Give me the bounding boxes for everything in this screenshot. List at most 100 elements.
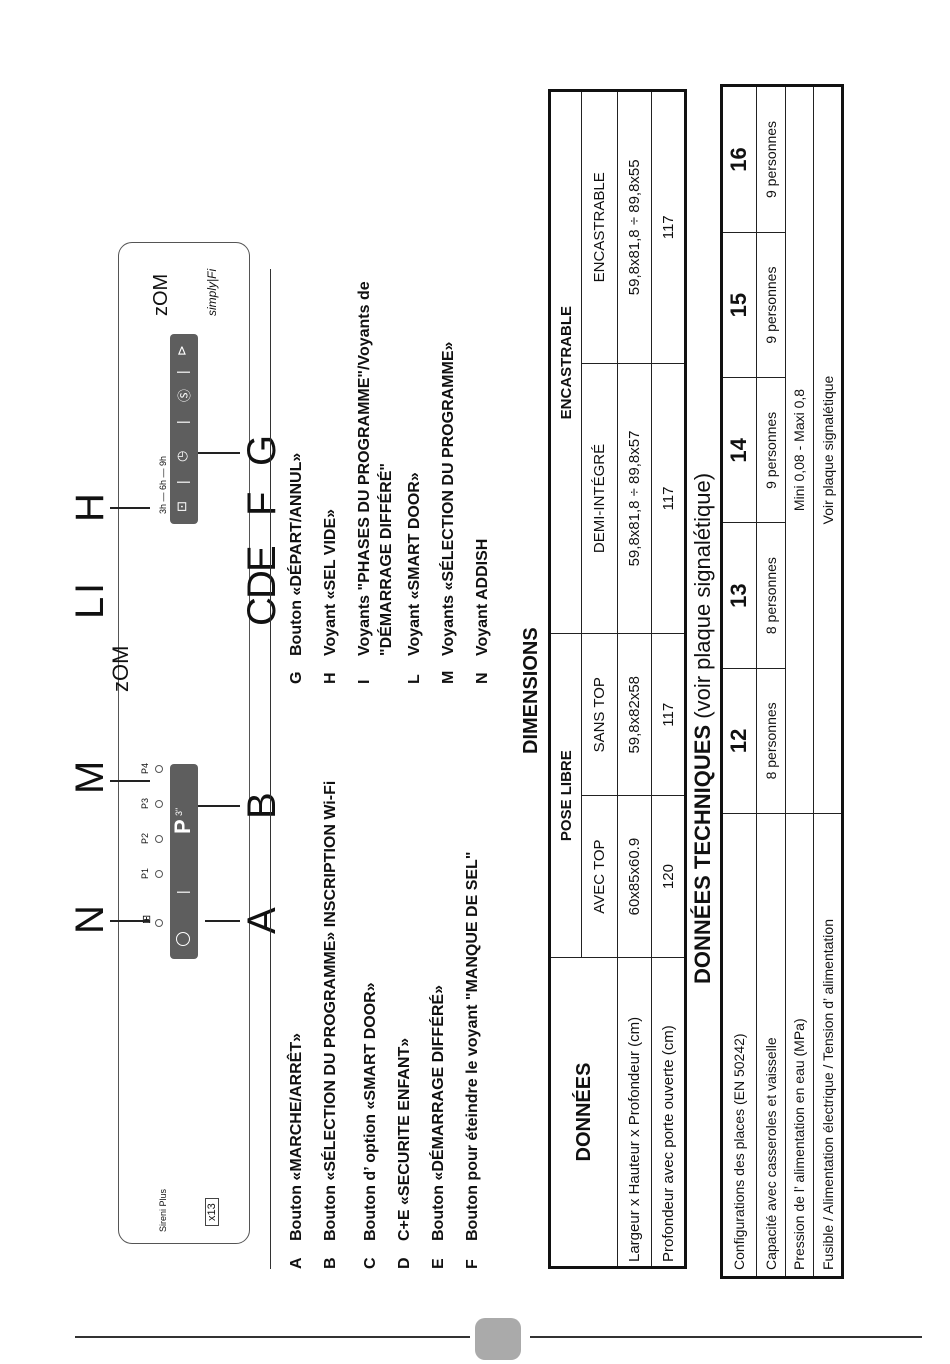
dim-cell: 117 — [651, 633, 686, 796]
legend-i-cont: "DÉMARRAGE DIFFÉRÉ" — [378, 463, 395, 656]
dim-cell: 117 — [651, 90, 686, 364]
tech-row-label: Capacité avec casseroles et vaisselle — [756, 813, 786, 1278]
legend-col-2: GBouton «DÉPART/ANNUL» HVoyant «SEL VIDE… — [280, 124, 500, 684]
dim-header-pose-libre: POSE LIBRE — [549, 633, 582, 958]
callout-m: M — [68, 760, 112, 794]
p-button-label: P — [170, 819, 195, 834]
legend-l: LVoyant «SMART DOOR» — [406, 472, 423, 684]
smart-door-icon: ⊡ — [174, 501, 189, 512]
callout-b: B — [240, 792, 284, 819]
tech-cell: 9 personnes — [756, 85, 786, 233]
leader-a — [205, 920, 240, 922]
panel-strip-left — [170, 764, 198, 959]
callout-g: G — [240, 434, 284, 466]
salt-icon: Ⓢ — [177, 388, 192, 402]
dim-cell: 120 — [651, 795, 686, 958]
table-row: Largeur x Hauteur x Profondeur (cm) 60x8… — [617, 90, 652, 1268]
callout-f: F — [240, 491, 284, 516]
callout-h: H — [68, 493, 112, 522]
callout-l: L — [68, 596, 112, 619]
dimensions-table: DONNÉES POSE LIBRE ENCASTRABLE AVEC TOP … — [548, 89, 687, 1269]
section-rule — [270, 269, 272, 1269]
legend-i: IVoyants "PHASES DU PROGRAMME"/Voyants d… — [356, 281, 373, 684]
separator-mark-3: | — [174, 420, 190, 424]
timer-scale: 3h — 6h — 9h — [158, 455, 168, 514]
table-row: Profondeur avec porte ouverte (cm) 120 1… — [651, 90, 686, 1268]
tech-title-bold: DONNÉES TECHNIQUES — [690, 724, 715, 984]
legend-e: EBouton «DÉMARRAGE DIFFÉRÉ» — [430, 985, 447, 1269]
legend-c: CBouton d’ option «SMART DOOR» — [362, 982, 379, 1269]
legend-f: FBouton pour éteindre le voyant "MANQUE … — [464, 851, 481, 1269]
tech-model: 15 — [721, 232, 757, 378]
power-icon — [176, 932, 195, 946]
dim-row-label: Largeur x Hauteur x Profondeur (cm) — [617, 957, 652, 1268]
tech-model: 13 — [721, 522, 757, 669]
tech-cell: 9 personnes — [756, 377, 786, 523]
table-row: Pression de l’ alimentation en eau (MPa)… — [785, 85, 814, 1278]
led-n — [155, 919, 163, 927]
tech-cell-span: Voir plaque signalétique — [813, 85, 843, 814]
brand-label: Sireni Plus — [158, 1188, 168, 1232]
leader-h — [110, 507, 150, 509]
simplyfi-logo: simply|Fi — [205, 268, 219, 316]
tech-row-label: Fusible / Alimentation électrique / Tens… — [813, 813, 843, 1278]
leader-m — [110, 780, 150, 782]
dim-col-sans-top: SANS TOP — [581, 633, 618, 796]
dim-col-avec-top: AVEC TOP — [581, 795, 618, 958]
tech-model: 16 — [721, 85, 757, 233]
dim-cell: 59,8x81,8 ÷ 89,8x57 — [617, 363, 652, 634]
prog-label-3: P3 — [140, 797, 150, 809]
dim-header-encastrable: ENCASTRABLE — [549, 90, 582, 634]
tech-cell-span: Mini 0,08 - Maxi 0,8 — [785, 85, 814, 814]
dim-header-donnees: DONNÉES — [549, 957, 618, 1268]
tech-cell: 8 personnes — [756, 522, 786, 669]
tech-row-label: Configurations des places (EN 50242) — [721, 813, 757, 1278]
separator-mark-4: | — [174, 370, 190, 374]
prog-label-2: P2 — [140, 832, 150, 844]
legend-m: MVoyants «SÉLECTION DU PROGRAMME» — [440, 341, 457, 684]
tech-table: Configurations des places (EN 50242) 12 … — [720, 84, 844, 1279]
legend-col-1: ABouton «MARCHE/ARRÊT» BBouton «SÉLECTIO… — [280, 709, 490, 1269]
dimensions-title: DIMENSIONS — [520, 627, 542, 754]
dim-row-label: Profondeur avec porte ouverte (cm) — [651, 957, 686, 1268]
leader-n — [110, 920, 150, 922]
tech-cell: 9 personnes — [756, 232, 786, 378]
tech-model: 14 — [721, 377, 757, 523]
dim-col-demi-integre: DEMI-INTÉGRÉ — [581, 363, 618, 634]
table-row: Configurations des places (EN 50242) 12 … — [721, 85, 757, 1278]
callout-d: D — [240, 570, 284, 599]
leader-b — [198, 805, 240, 807]
legend-d: DC+E «SECURITE ENFANT» — [396, 1037, 413, 1269]
dim-cell: 59,8x81,8 ÷ 89,8x55 — [617, 90, 652, 364]
start-icon: ⊳ — [174, 345, 189, 356]
legend-a: ABouton «MARCHE/ARRÊT» — [288, 1033, 305, 1269]
callout-e: E — [240, 545, 284, 572]
callout-c: C — [240, 597, 284, 626]
dim-cell: 59,8x82x58 — [617, 633, 652, 796]
legend-n: NVoyant ADDISH — [474, 538, 491, 684]
legend-h: HVoyant «SEL VIDE» — [322, 508, 339, 684]
callout-a: A — [240, 907, 284, 934]
footer-rule-right — [530, 1336, 922, 1338]
footer-rule-left — [75, 1336, 470, 1338]
tech-row-label: Pression de l’ alimentation en eau (MPa) — [785, 813, 814, 1278]
prog-label-1: P1 — [140, 867, 150, 879]
zoom-logo-1: zOM — [108, 645, 133, 692]
table-row: Fusible / Alimentation électrique / Tens… — [813, 85, 843, 1278]
p-button-sub: 3" — [174, 807, 184, 816]
separator-mark-2: | — [174, 480, 190, 484]
delay-icon: ◷ — [174, 450, 189, 462]
led-p1 — [155, 870, 163, 878]
panel-strip-right — [170, 334, 198, 524]
dim-col-encastrable: ENCASTRABLE — [581, 90, 618, 364]
led-p3 — [155, 800, 163, 808]
legend-g: GBouton «DÉPART/ANNUL» — [288, 452, 305, 684]
led-p2 — [155, 835, 163, 843]
page-number-tab — [475, 1318, 521, 1360]
tech-title: DONNÉES TECHNIQUES (voir plaque signalét… — [690, 473, 716, 984]
callout-i: I — [68, 582, 112, 594]
callout-n: N — [68, 905, 112, 934]
tech-model: 12 — [721, 668, 757, 814]
led-p4 — [155, 765, 163, 773]
legend-b: BBouton «SÉLECTION DU PROGRAMME» INSCRIP… — [322, 780, 339, 1269]
